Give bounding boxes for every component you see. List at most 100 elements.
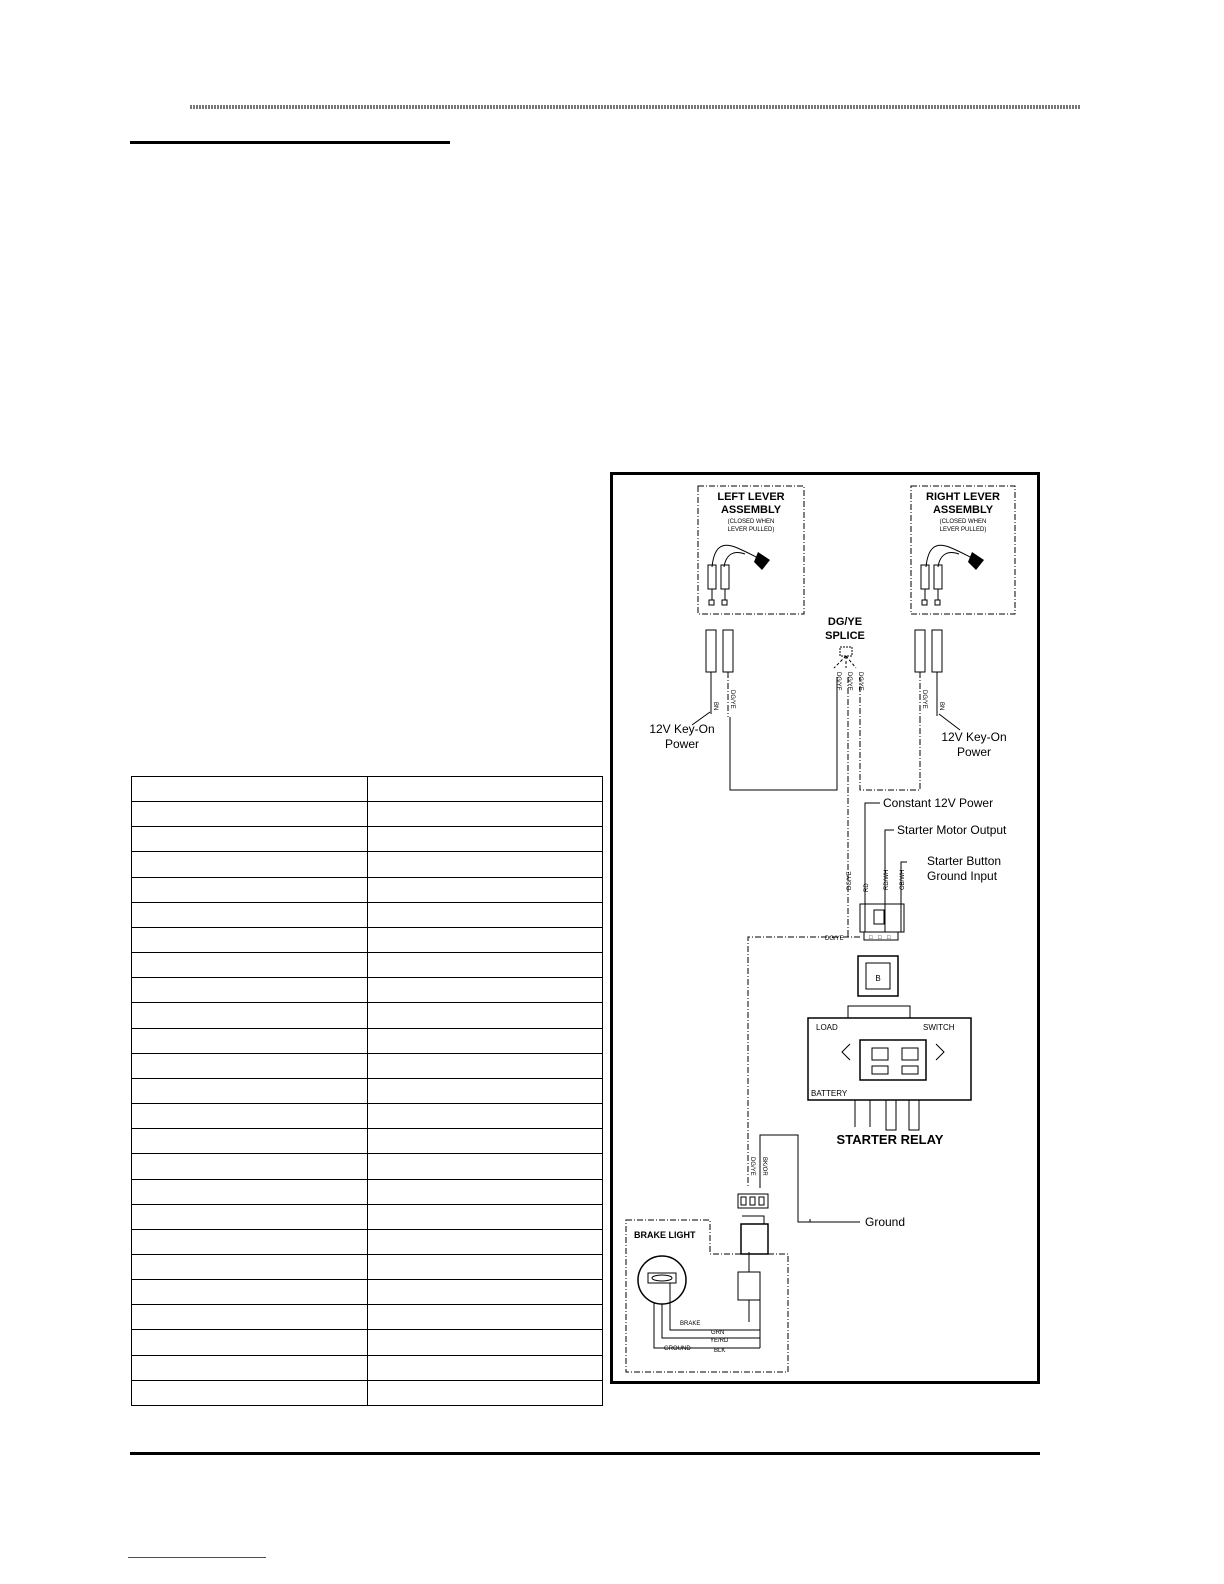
svg-text:DG/YE: DG/YE <box>749 1157 755 1176</box>
table-cell <box>367 1329 603 1356</box>
starter-relay: LOAD SWITCH BATTERY STARTER RELAY <box>807 1005 972 1147</box>
svg-text:BATTERY: BATTERY <box>811 1089 848 1098</box>
svg-text:GROUND: GROUND <box>664 1346 691 1352</box>
table-row <box>131 1103 603 1130</box>
svg-text:SPLICE: SPLICE <box>825 630 865 642</box>
footer-rule <box>130 1452 1040 1455</box>
svg-text:ASSEMBLY: ASSEMBLY <box>933 504 994 516</box>
starter-button-label-1: Starter Button <box>927 854 1001 868</box>
svg-text:DG/YE: DG/YE <box>847 871 853 890</box>
table-cell <box>131 977 368 1004</box>
table-row <box>131 826 603 853</box>
svg-text:DG/YE: DG/YE <box>825 936 844 942</box>
svg-text:LEVER PULLED): LEVER PULLED) <box>940 527 987 533</box>
dg-ye-splice: DG/YE SPLICE DG/YE DG/YE DG/YE <box>825 616 865 691</box>
table-row <box>131 775 603 803</box>
wiring <box>729 677 921 1223</box>
table-row <box>131 952 603 979</box>
svg-text:□: □ <box>887 935 891 941</box>
table-cell <box>131 1103 368 1130</box>
title-underline <box>130 141 450 144</box>
table-cell <box>367 1203 603 1230</box>
table-row <box>131 901 603 928</box>
svg-text:BRAKE: BRAKE <box>680 1321 700 1327</box>
relay-connector: □ □ □ <box>859 903 905 941</box>
table-cell <box>367 1178 603 1205</box>
table-cell <box>131 775 368 803</box>
svg-text:Power: Power <box>957 745 991 759</box>
svg-text:12V Key-On: 12V Key-On <box>649 722 714 736</box>
table-row <box>131 1128 603 1155</box>
table-row <box>131 1153 603 1180</box>
table-cell <box>131 1128 368 1155</box>
table-cell <box>367 926 603 954</box>
key-on-power-left-label: 12V Key-On Power <box>649 711 715 751</box>
table-cell <box>367 952 603 979</box>
table-cell <box>367 801 603 828</box>
svg-text:BK/OR: BK/OR <box>761 1157 767 1176</box>
table-cell <box>367 1027 603 1054</box>
table-cell <box>131 952 368 979</box>
footer-link-underline <box>128 1557 266 1558</box>
key-on-power-right-label: 12V Key-On Power <box>938 713 1007 759</box>
table-row <box>131 926 603 954</box>
table-cell <box>367 1253 603 1281</box>
table-cell <box>131 1153 368 1180</box>
svg-text:□: □ <box>878 935 882 941</box>
table-cell <box>367 1304 603 1331</box>
table-row <box>131 876 603 903</box>
left-lever-assembly: LEFT LEVER ASSEMBLY (CLOSED WHEN LEVER P… <box>697 485 805 615</box>
table-row <box>131 1002 603 1029</box>
table-cell <box>367 1052 603 1079</box>
starter-button-label-2: Ground Input <box>927 869 998 883</box>
svg-text:RIGHT LEVER: RIGHT LEVER <box>926 491 1000 503</box>
table-cell <box>367 1153 603 1180</box>
table-cell <box>131 1354 368 1381</box>
table-row <box>131 1279 603 1306</box>
table-row <box>131 1203 603 1230</box>
left-connector: BN DG/YE <box>705 629 735 717</box>
svg-text:STARTER RELAY: STARTER RELAY <box>837 1132 944 1147</box>
svg-text:LOAD: LOAD <box>816 1023 838 1032</box>
table-cell <box>131 801 368 828</box>
data-table <box>131 775 603 1407</box>
svg-text:(CLOSED WHEN: (CLOSED WHEN <box>940 519 987 525</box>
table-row <box>131 801 603 828</box>
table-cell <box>367 1002 603 1029</box>
table-cell <box>131 851 368 878</box>
header-rule <box>190 105 1080 109</box>
table-cell <box>367 1077 603 1105</box>
table-cell <box>131 876 368 903</box>
table-row <box>131 1354 603 1381</box>
svg-text:B: B <box>875 974 880 983</box>
table-cell <box>367 1354 603 1381</box>
svg-text:ASSEMBLY: ASSEMBLY <box>721 504 782 516</box>
svg-text:DG/YE: DG/YE <box>857 672 863 691</box>
table-row <box>131 1077 603 1105</box>
table-cell <box>131 1002 368 1029</box>
table-cell <box>131 826 368 853</box>
table-row <box>131 1178 603 1205</box>
svg-text:YE/RD: YE/RD <box>710 1338 729 1344</box>
svg-text:LEVER PULLED): LEVER PULLED) <box>728 527 775 533</box>
brake-connector: DG/YE BK/OR <box>737 1157 769 1255</box>
brake-light: BRAKE LIGHT BRAKE GRN YE/RD GROUND BLK <box>625 1219 789 1373</box>
table-row <box>131 1027 603 1054</box>
table-cell <box>131 1203 368 1230</box>
table-row <box>131 1253 603 1281</box>
starter-circuit-diagram: LEFT LEVER ASSEMBLY (CLOSED WHEN LEVER P… <box>610 472 1040 1384</box>
table-cell <box>367 1379 603 1407</box>
svg-text:Ground: Ground <box>865 1215 905 1229</box>
svg-text:12V Key-On: 12V Key-On <box>941 730 1006 744</box>
svg-text:RD: RD <box>864 883 870 892</box>
relay-wire-codes: DG/YE RD RD/WH OB/WH DG/YE <box>825 870 906 942</box>
svg-text:OB/WH: OB/WH <box>900 870 906 890</box>
table-row <box>131 1052 603 1079</box>
table-cell <box>367 826 603 853</box>
table-cell <box>131 1253 368 1281</box>
table-cell <box>367 876 603 903</box>
table-cell <box>367 1128 603 1155</box>
table-cell <box>131 926 368 954</box>
table-cell <box>131 901 368 928</box>
table-cell <box>131 1304 368 1331</box>
